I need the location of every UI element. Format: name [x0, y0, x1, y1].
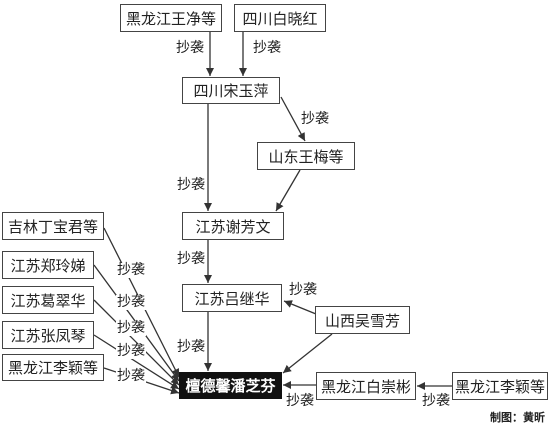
edge-label: 抄袭 — [176, 251, 206, 267]
edge-label: 抄袭 — [285, 393, 315, 409]
edge-label: 抄袭 — [176, 339, 206, 355]
node-js-lvjihua: 江苏吕继华 — [182, 284, 282, 312]
edge-label: 抄袭 — [116, 294, 146, 310]
edge-js-gecuihua-to-target — [93, 299, 180, 386]
edge-label: 抄袭 — [176, 177, 206, 193]
edge-sd-wangmei-to-js-xiefangwen — [275, 169, 301, 212]
edge-label: 抄袭 — [421, 393, 451, 409]
edge-sx-wuxuefang-to-target — [282, 333, 333, 374]
edge-label: 抄袭 — [288, 282, 318, 298]
edge-sx-wuxuefang-to-js-lvjihua — [283, 300, 317, 315]
edge-label: 抄袭 — [116, 320, 146, 336]
node-sx-wuxuefang: 山西吴雪芳 — [315, 306, 410, 334]
edge-sc-songyuping-to-sd-wangmei — [280, 96, 306, 142]
edge-label: 抄袭 — [116, 262, 146, 278]
edge-label: 抄袭 — [175, 40, 205, 56]
node-js-zhenglingdi: 江苏郑玲娣 — [2, 251, 94, 279]
node-js-gecuihua: 江苏葛翠华 — [2, 286, 94, 314]
node-hlj-baichongbin: 黑龙江白崇彬 — [316, 372, 416, 400]
node-target: 檀德馨潘芝芬 — [179, 372, 282, 399]
node-hlj-wangjing: 黑龙江王净等 — [120, 4, 222, 32]
credit-text: 制图：黄昕 — [490, 411, 545, 424]
node-sc-baixiaohong: 四川白晓红 — [234, 4, 326, 32]
node-js-xiefangwen: 江苏谢芳文 — [182, 212, 284, 240]
edge-js-zhangfengqin-to-target — [93, 334, 180, 390]
edge-label: 抄袭 — [252, 40, 282, 56]
node-sd-wangmei: 山东王梅等 — [257, 142, 355, 170]
edge-label: 抄袭 — [116, 343, 146, 359]
edge-label: 抄袭 — [300, 111, 330, 127]
node-js-zhangfengqin: 江苏张凤琴 — [2, 321, 94, 349]
edge-label: 抄袭 — [116, 368, 146, 384]
node-sc-songyuping: 四川宋玉萍 — [182, 77, 280, 104]
node-hlj-liying-right: 黑龙江李颖等 — [452, 372, 548, 400]
node-hlj-liying-left: 黑龙江李颖等 — [2, 354, 104, 381]
node-jl-dingbaojun: 吉林丁宝君等 — [2, 212, 104, 240]
